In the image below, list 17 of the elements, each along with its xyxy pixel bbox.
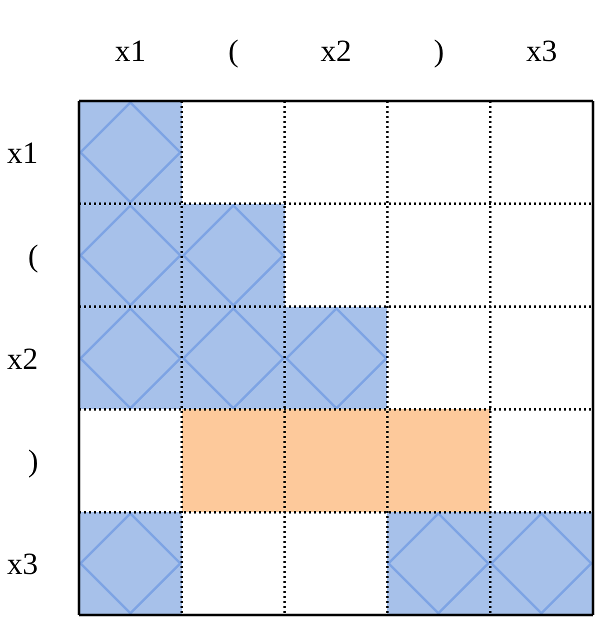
column-header: x1 [114, 34, 146, 66]
column-header: ) [434, 34, 444, 66]
diamond-cell [79, 101, 182, 204]
diamond-cell [387, 512, 490, 615]
diamond-cell [79, 512, 182, 615]
diamond-cell [490, 512, 593, 615]
column-header: ( [228, 34, 239, 66]
highlighted-cell [182, 409, 285, 512]
row-header: x3 [7, 548, 38, 580]
row-header: ) [28, 445, 38, 476]
row-header: x1 [7, 136, 38, 168]
column-header: x3 [526, 34, 558, 66]
diamond-cell [284, 306, 388, 410]
row-header: ( [28, 240, 38, 271]
highlighted-cell [387, 409, 490, 512]
row-header: x2 [7, 342, 38, 374]
column-header: x2 [320, 34, 352, 66]
